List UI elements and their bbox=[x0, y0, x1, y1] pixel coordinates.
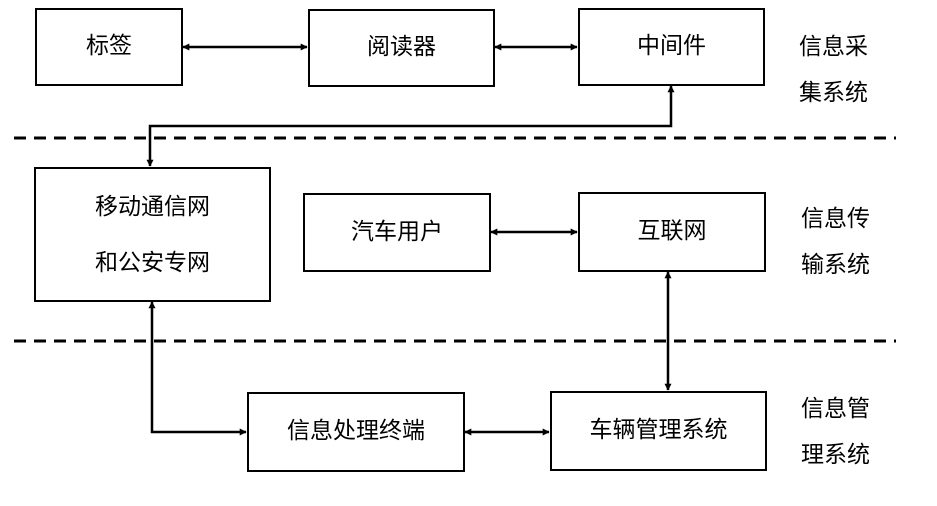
node-middleware: 中间件 bbox=[578, 8, 765, 86]
node-vehicle-mgmt: 车辆管理系统 bbox=[550, 391, 767, 471]
node-car-user-label: 汽车用户 bbox=[351, 218, 443, 245]
node-middleware-label: 中间件 bbox=[637, 33, 706, 60]
layer-label-management: 信息管 理系统 bbox=[801, 386, 891, 478]
node-internet: 互联网 bbox=[578, 192, 766, 272]
node-internet-label: 互联网 bbox=[637, 218, 707, 245]
node-tag: 标签 bbox=[35, 8, 183, 86]
node-reader: 阅读器 bbox=[308, 9, 495, 87]
layer-label-transmission-line2: 输系统 bbox=[801, 252, 870, 278]
layer-label-management-line2: 理系统 bbox=[801, 442, 870, 468]
node-car-user: 汽车用户 bbox=[303, 193, 491, 272]
node-mobile-network-line1: 移动通信网 bbox=[95, 193, 210, 220]
layer-label-collection-line2: 集系统 bbox=[799, 80, 868, 106]
layer-label-transmission-line1: 信息传 bbox=[801, 206, 870, 232]
node-tag-label: 标签 bbox=[86, 33, 132, 60]
node-processing-terminal-label: 信息处理终端 bbox=[287, 418, 425, 445]
layer-label-management-line1: 信息管 bbox=[801, 396, 870, 422]
node-mobile-network: 移动通信网 和公安专网 bbox=[34, 167, 271, 302]
arrow-mobile-network-terminal bbox=[148, 301, 247, 436]
arrow-middleware-mobile-network bbox=[146, 85, 675, 167]
layer-label-transmission: 信息传 输系统 bbox=[801, 196, 891, 288]
node-vehicle-mgmt-label: 车辆管理系统 bbox=[589, 417, 728, 444]
node-mobile-network-line2: 和公安专网 bbox=[95, 249, 210, 276]
layer-label-collection-line1: 信息采 bbox=[799, 34, 868, 60]
node-processing-terminal: 信息处理终端 bbox=[247, 392, 465, 472]
node-reader-label: 阅读器 bbox=[367, 34, 436, 61]
layer-label-collection: 信息采 集系统 bbox=[799, 24, 889, 116]
